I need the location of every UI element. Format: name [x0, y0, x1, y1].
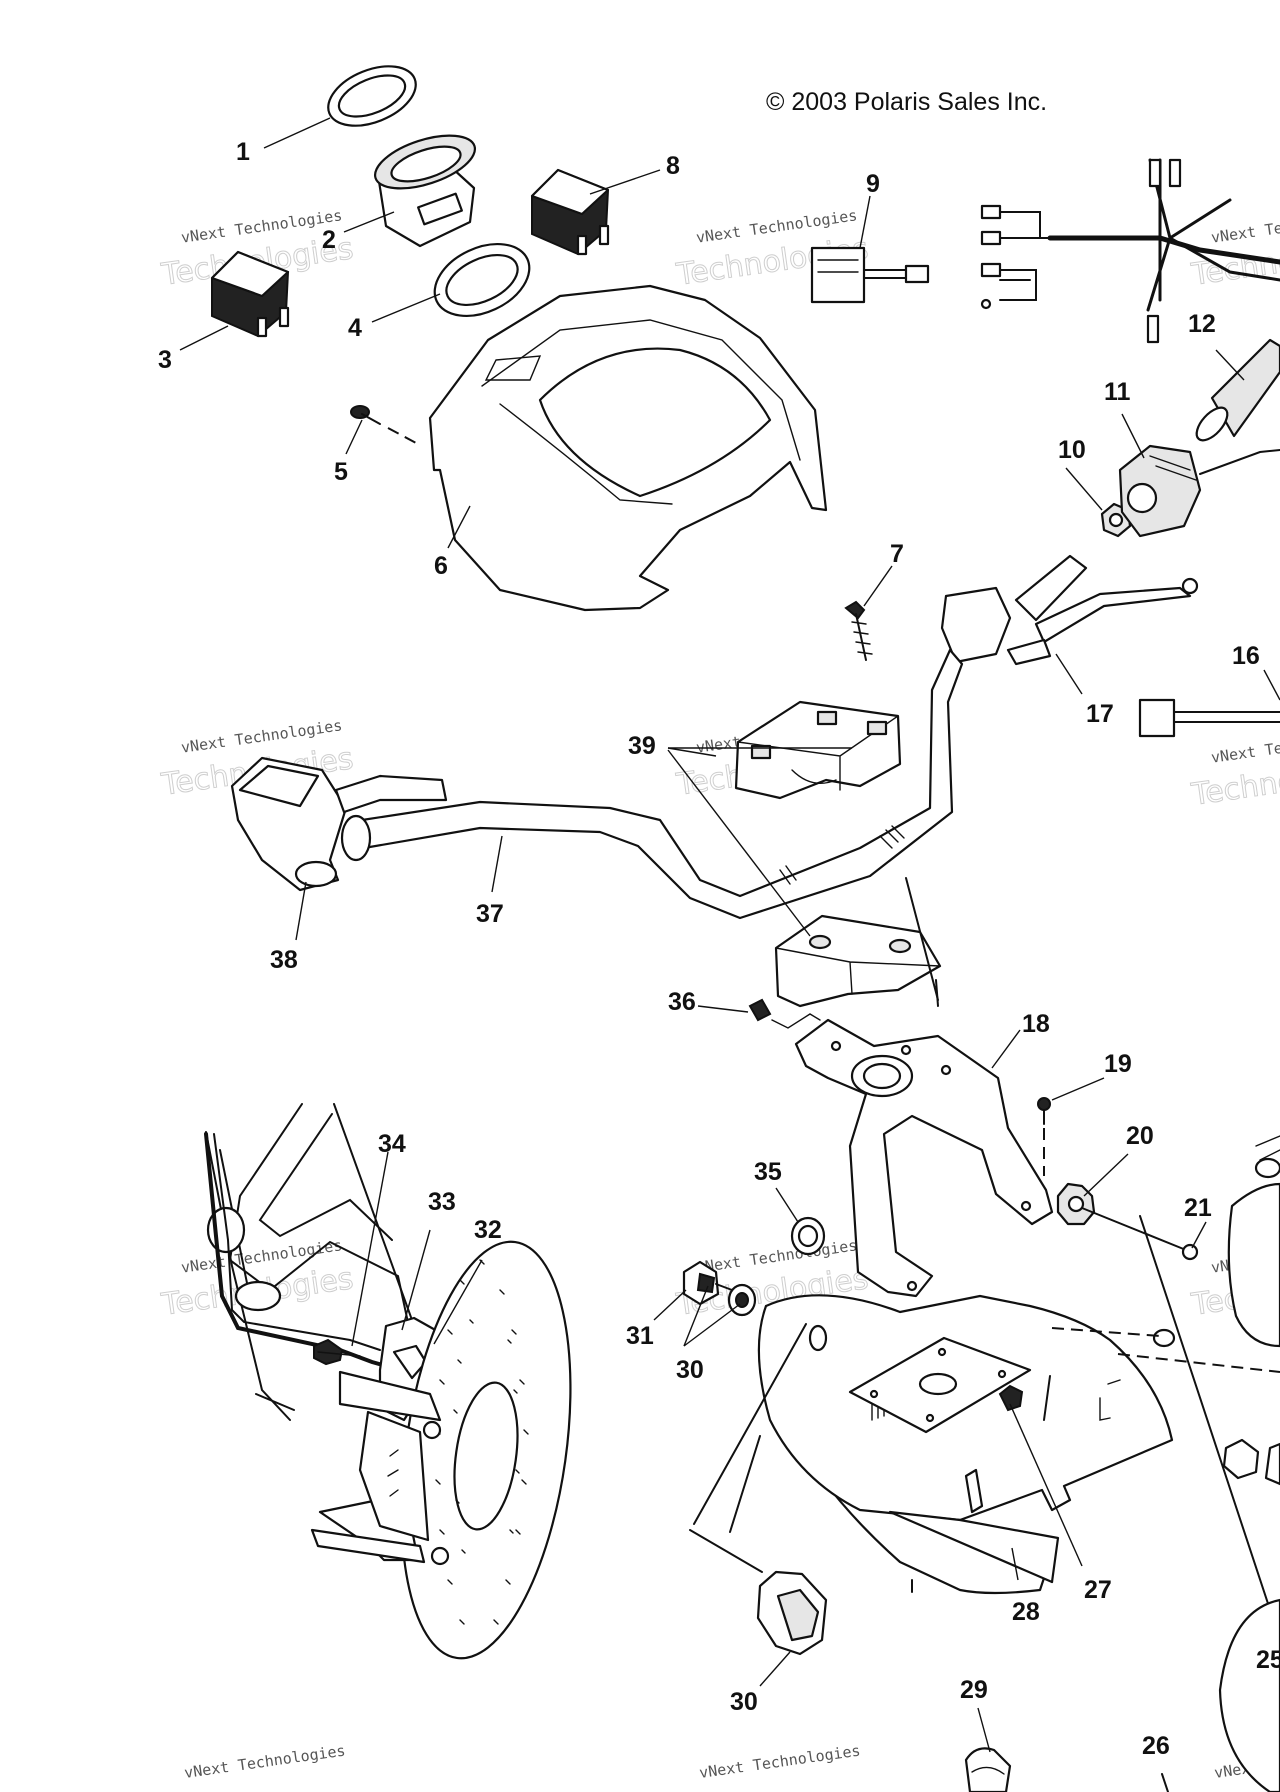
callout-26: 26 [1142, 1732, 1170, 1760]
callout-31: 31 [626, 1322, 654, 1350]
watermark-8: Technologies vNext Technologies [1188, 726, 1280, 813]
callout-7: 7 [890, 540, 904, 568]
callout-25: 25 [1256, 1646, 1280, 1674]
part-headlight-shell [757, 1294, 1174, 1595]
part-adjuster-knob [1056, 1182, 1096, 1226]
callout-11: 11 [1104, 378, 1131, 406]
watermark-brand-text: vNext Technologies [1210, 726, 1280, 766]
part-clip-36 [748, 998, 821, 1029]
callout-18: 18 [1022, 1010, 1050, 1038]
callout-28: 28 [1012, 1598, 1040, 1626]
callouts: 1 2 3 4 5 6 7 8 9 10 11 12 16 17 18 19 2… [158, 138, 1280, 1760]
callout-36: 36 [668, 988, 696, 1016]
callout-34: 34 [378, 1130, 406, 1158]
callout-21: 21 [1184, 1194, 1212, 1222]
part-connector-16 [1138, 698, 1280, 738]
part-wire-26 [1161, 1773, 1169, 1792]
part-switch-housing [1118, 444, 1202, 538]
callout-29: 29 [960, 1676, 988, 1704]
callout-16: 16 [1232, 642, 1260, 670]
part-adjuster-screw [1081, 1207, 1199, 1261]
callout-12: 12 [1188, 310, 1216, 338]
part-clip-29 [964, 1747, 1012, 1792]
callout-27: 27 [1084, 1576, 1112, 1604]
part-relay-right [530, 168, 610, 256]
watermark-11: vNext Technologies [698, 1742, 861, 1782]
part-seal-ring [433, 243, 531, 317]
callout-6: 6 [434, 552, 448, 580]
callout-30-upper: 30 [676, 1356, 704, 1384]
part-connector-9 [810, 246, 930, 304]
part-brake-lever-right [940, 554, 1199, 666]
part-mount-plate [848, 1336, 1032, 1434]
part-bulb-socket-30-lower [756, 1570, 828, 1656]
watermark-brand-text: vNext Technologies [1210, 206, 1280, 246]
callout-30-lower: 30 [730, 1688, 758, 1716]
part-headlight-housing [1152, 1135, 1280, 1486]
part-relay-left [210, 250, 290, 338]
part-bezel-ring [327, 65, 417, 127]
part-nut-27 [998, 1384, 1024, 1412]
part-gauge [373, 134, 477, 248]
part-bulb-socket-31 [682, 1260, 733, 1306]
part-grommet-35 [790, 1216, 826, 1256]
part-wiring-harness [980, 158, 1280, 344]
part-left-control [230, 756, 448, 892]
callout-38: 38 [270, 946, 298, 974]
part-spindle [310, 1370, 450, 1566]
callout-32: 32 [474, 1216, 502, 1244]
part-bolt-7 [844, 600, 873, 661]
callout-33: 33 [428, 1188, 456, 1216]
assembly-lines [689, 1215, 1280, 1641]
part-handlebar [360, 648, 964, 920]
callout-19: 19 [1104, 1050, 1132, 1078]
watermark-brand-text: vNext Technologies [183, 1742, 346, 1782]
part-mount-bracket [794, 1018, 1054, 1298]
part-headlight-bulb [1218, 1598, 1280, 1792]
callout-20: 20 [1126, 1122, 1154, 1150]
part-handlebar-clamp-upper [734, 700, 902, 800]
callout-10: 10 [1058, 436, 1086, 464]
callout-17: 17 [1086, 700, 1114, 728]
callout-4: 4 [348, 314, 362, 342]
callout-39: 39 [628, 732, 656, 760]
part-headlight-pod [428, 284, 828, 612]
copyright-notice: © 2003 Polaris Sales Inc. [766, 88, 1047, 116]
leader-lines [179, 117, 1280, 1753]
callout-9: 9 [866, 170, 880, 198]
part-hand-grip [1195, 338, 1280, 475]
callout-35: 35 [754, 1158, 782, 1186]
callout-3: 3 [158, 346, 172, 374]
part-brake-cable-34 [204, 1132, 402, 1372]
callout-1: 1 [236, 138, 250, 166]
callout-37: 37 [476, 900, 504, 928]
callout-2: 2 [322, 226, 336, 254]
part-grommet-30-upper [727, 1283, 757, 1317]
part-screw-5 [350, 405, 419, 445]
part-handlebar-clamp-lower [774, 877, 942, 1008]
watermark-10: vNext Technologies [183, 1742, 346, 1782]
callout-5: 5 [334, 458, 348, 486]
watermark-brand-text: vNext Technologies [698, 1742, 861, 1782]
callout-8: 8 [666, 152, 680, 180]
part-screw-19 [1037, 1097, 1051, 1176]
